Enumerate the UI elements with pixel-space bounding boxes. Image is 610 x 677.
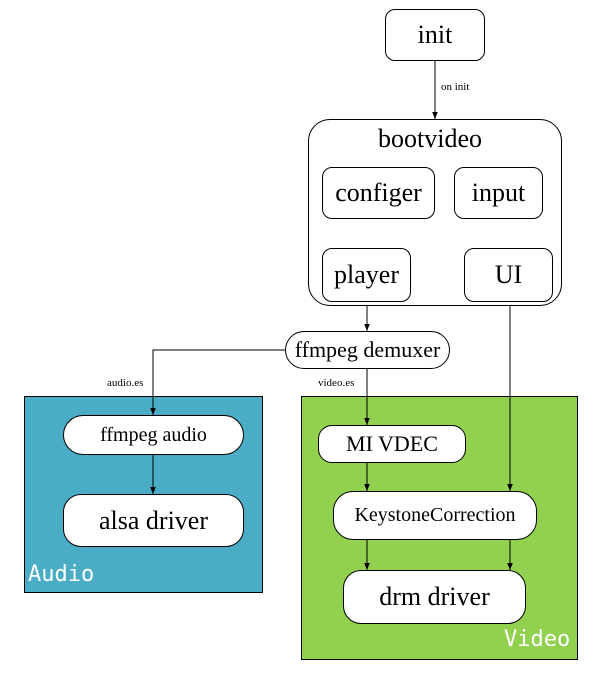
- edge-demuxer-audio: [150, 349, 285, 415]
- mi-vdec-node: MI VDEC: [318, 425, 466, 463]
- video-zone-label: Video: [504, 627, 571, 652]
- input-node: input: [454, 167, 543, 219]
- init-node: init: [385, 9, 485, 61]
- ffmpeg-audio-node: ffmpeg audio: [63, 415, 244, 455]
- configer-node: configer: [322, 167, 435, 219]
- edge-label-video-es: video.es: [318, 377, 355, 389]
- alsa-driver-node: alsa driver: [63, 494, 244, 547]
- audio-zone-label: Audio: [28, 562, 95, 587]
- ffmpeg-demuxer-node: ffmpeg demuxer: [285, 331, 450, 369]
- ui-node: UI: [464, 248, 553, 302]
- keystone-correction-node: KeystoneCorrection: [333, 491, 537, 540]
- edge-label-on-init: on init: [441, 81, 470, 93]
- player-node: player: [322, 248, 411, 302]
- drm-driver-node: drm driver: [343, 570, 526, 624]
- edge-label-audio-es: audio.es: [107, 377, 144, 389]
- bootvideo-title: bootvideo: [378, 124, 482, 153]
